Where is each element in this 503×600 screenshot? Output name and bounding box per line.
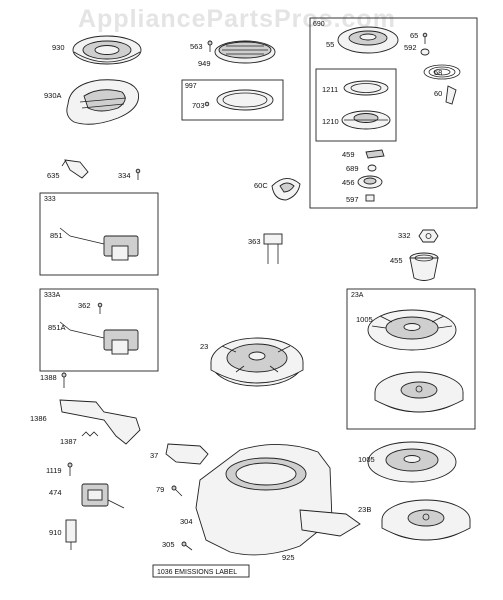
screw-1119[interactable] bbox=[67, 462, 73, 476]
label-305: 305 bbox=[162, 540, 175, 549]
label-703: 703 bbox=[192, 101, 205, 110]
label-1211: 1211 bbox=[322, 85, 338, 94]
spring-58[interactable] bbox=[423, 64, 461, 80]
armature-333[interactable] bbox=[59, 227, 139, 261]
flywheel-fan-1005-b[interactable] bbox=[367, 441, 457, 483]
label-304: 304 bbox=[180, 517, 193, 526]
pawl-459[interactable] bbox=[365, 149, 385, 159]
label-60: 60 bbox=[434, 89, 442, 98]
label-689: 689 bbox=[346, 164, 359, 173]
flywheel-23[interactable] bbox=[210, 337, 304, 387]
label-332: 332 bbox=[398, 231, 411, 240]
label-333a: 333A bbox=[44, 292, 61, 299]
label-563: 563 bbox=[190, 42, 203, 51]
label-592: 592 bbox=[404, 43, 417, 52]
bracket-363[interactable] bbox=[263, 233, 283, 264]
kit-box-997 bbox=[181, 79, 284, 121]
label-23: 23 bbox=[200, 342, 208, 351]
label-997: 997 bbox=[185, 83, 197, 90]
label-1005-a: 1005 bbox=[356, 315, 373, 324]
flywheel-23a[interactable] bbox=[374, 371, 464, 413]
lever-37[interactable] bbox=[165, 443, 209, 465]
label-79: 79 bbox=[156, 485, 164, 494]
label-23b: 23B bbox=[358, 505, 371, 514]
label-1119: 1119 bbox=[46, 466, 62, 475]
guard-925[interactable] bbox=[299, 509, 361, 537]
screw-305[interactable] bbox=[181, 541, 193, 551]
kit-box-690 bbox=[309, 17, 478, 209]
handle-60[interactable] bbox=[445, 85, 457, 105]
label-910: 910 bbox=[49, 528, 62, 537]
label-58: 58 bbox=[434, 68, 442, 77]
label-597: 597 bbox=[346, 195, 359, 204]
label-1036-emissions: 1036 EMISSIONS LABEL bbox=[157, 569, 237, 576]
label-930a: 930A bbox=[44, 91, 62, 100]
label-1387: 1387 bbox=[60, 437, 77, 446]
label-333: 333 bbox=[44, 196, 56, 203]
ignition-474[interactable] bbox=[81, 483, 125, 509]
watermark: AppliancePartsPros.com bbox=[78, 5, 396, 33]
rewind-housing-930[interactable] bbox=[72, 35, 142, 65]
label-23a: 23A bbox=[351, 292, 364, 299]
screw-79[interactable] bbox=[171, 485, 183, 497]
spring-1210[interactable] bbox=[341, 110, 391, 130]
starter-cup-60c[interactable] bbox=[271, 178, 301, 201]
flywheel-screen-703[interactable] bbox=[204, 89, 274, 111]
spark-plug-910[interactable] bbox=[65, 519, 77, 550]
label-949: 949 bbox=[198, 59, 211, 68]
label-363: 363 bbox=[248, 237, 261, 246]
screw-1388[interactable] bbox=[61, 372, 67, 388]
screen-949[interactable] bbox=[214, 40, 276, 64]
screw-334[interactable] bbox=[135, 168, 141, 180]
kit-box-1211 bbox=[315, 68, 397, 142]
blower-cover-930a[interactable] bbox=[66, 79, 140, 125]
cup-455[interactable] bbox=[409, 252, 439, 281]
label-851a: 851A bbox=[48, 323, 66, 332]
label-456: 456 bbox=[342, 178, 355, 187]
starter-housing-55[interactable] bbox=[337, 26, 399, 54]
label-1210: 1210 bbox=[322, 117, 339, 126]
kit-box-1036 bbox=[152, 564, 250, 578]
spark-plug-boot-635[interactable] bbox=[61, 159, 89, 179]
retainer-456[interactable] bbox=[357, 175, 383, 189]
flywheel-fan-1005-a[interactable] bbox=[367, 309, 457, 351]
label-1005-b: 1005 bbox=[358, 455, 375, 464]
kit-box-23a bbox=[346, 288, 476, 430]
pulley-1211[interactable] bbox=[343, 80, 389, 96]
label-474: 474 bbox=[49, 488, 62, 497]
rope-guide-65[interactable] bbox=[422, 32, 428, 44]
brake-bracket-1386[interactable] bbox=[59, 399, 141, 445]
label-851: 851 bbox=[50, 231, 63, 240]
label-1388: 1388 bbox=[40, 373, 57, 382]
kit-box-333a bbox=[39, 288, 159, 372]
screw-362[interactable] bbox=[97, 302, 103, 314]
flywheel-23b[interactable] bbox=[381, 499, 471, 541]
label-60c: 60C bbox=[254, 181, 268, 190]
label-1386: 1386 bbox=[30, 414, 47, 423]
label-455: 455 bbox=[390, 256, 403, 265]
spring-1387[interactable] bbox=[81, 431, 99, 437]
spring-689[interactable] bbox=[367, 164, 377, 172]
screw-597[interactable] bbox=[365, 194, 375, 202]
screw-563[interactable] bbox=[207, 40, 213, 52]
label-635: 635 bbox=[47, 171, 60, 180]
washer-592[interactable] bbox=[420, 48, 430, 56]
label-930: 930 bbox=[52, 43, 65, 52]
blower-housing-304[interactable] bbox=[195, 444, 333, 556]
label-459: 459 bbox=[342, 150, 355, 159]
label-925: 925 bbox=[282, 553, 295, 562]
label-37: 37 bbox=[150, 451, 158, 460]
label-690: 690 bbox=[313, 21, 325, 28]
nut-332[interactable] bbox=[418, 229, 439, 243]
armature-333a[interactable] bbox=[59, 321, 139, 355]
label-362: 362 bbox=[78, 301, 91, 310]
label-65: 65 bbox=[410, 31, 418, 40]
label-334: 334 bbox=[118, 171, 131, 180]
label-55: 55 bbox=[326, 40, 334, 49]
kit-box-333 bbox=[39, 192, 159, 276]
